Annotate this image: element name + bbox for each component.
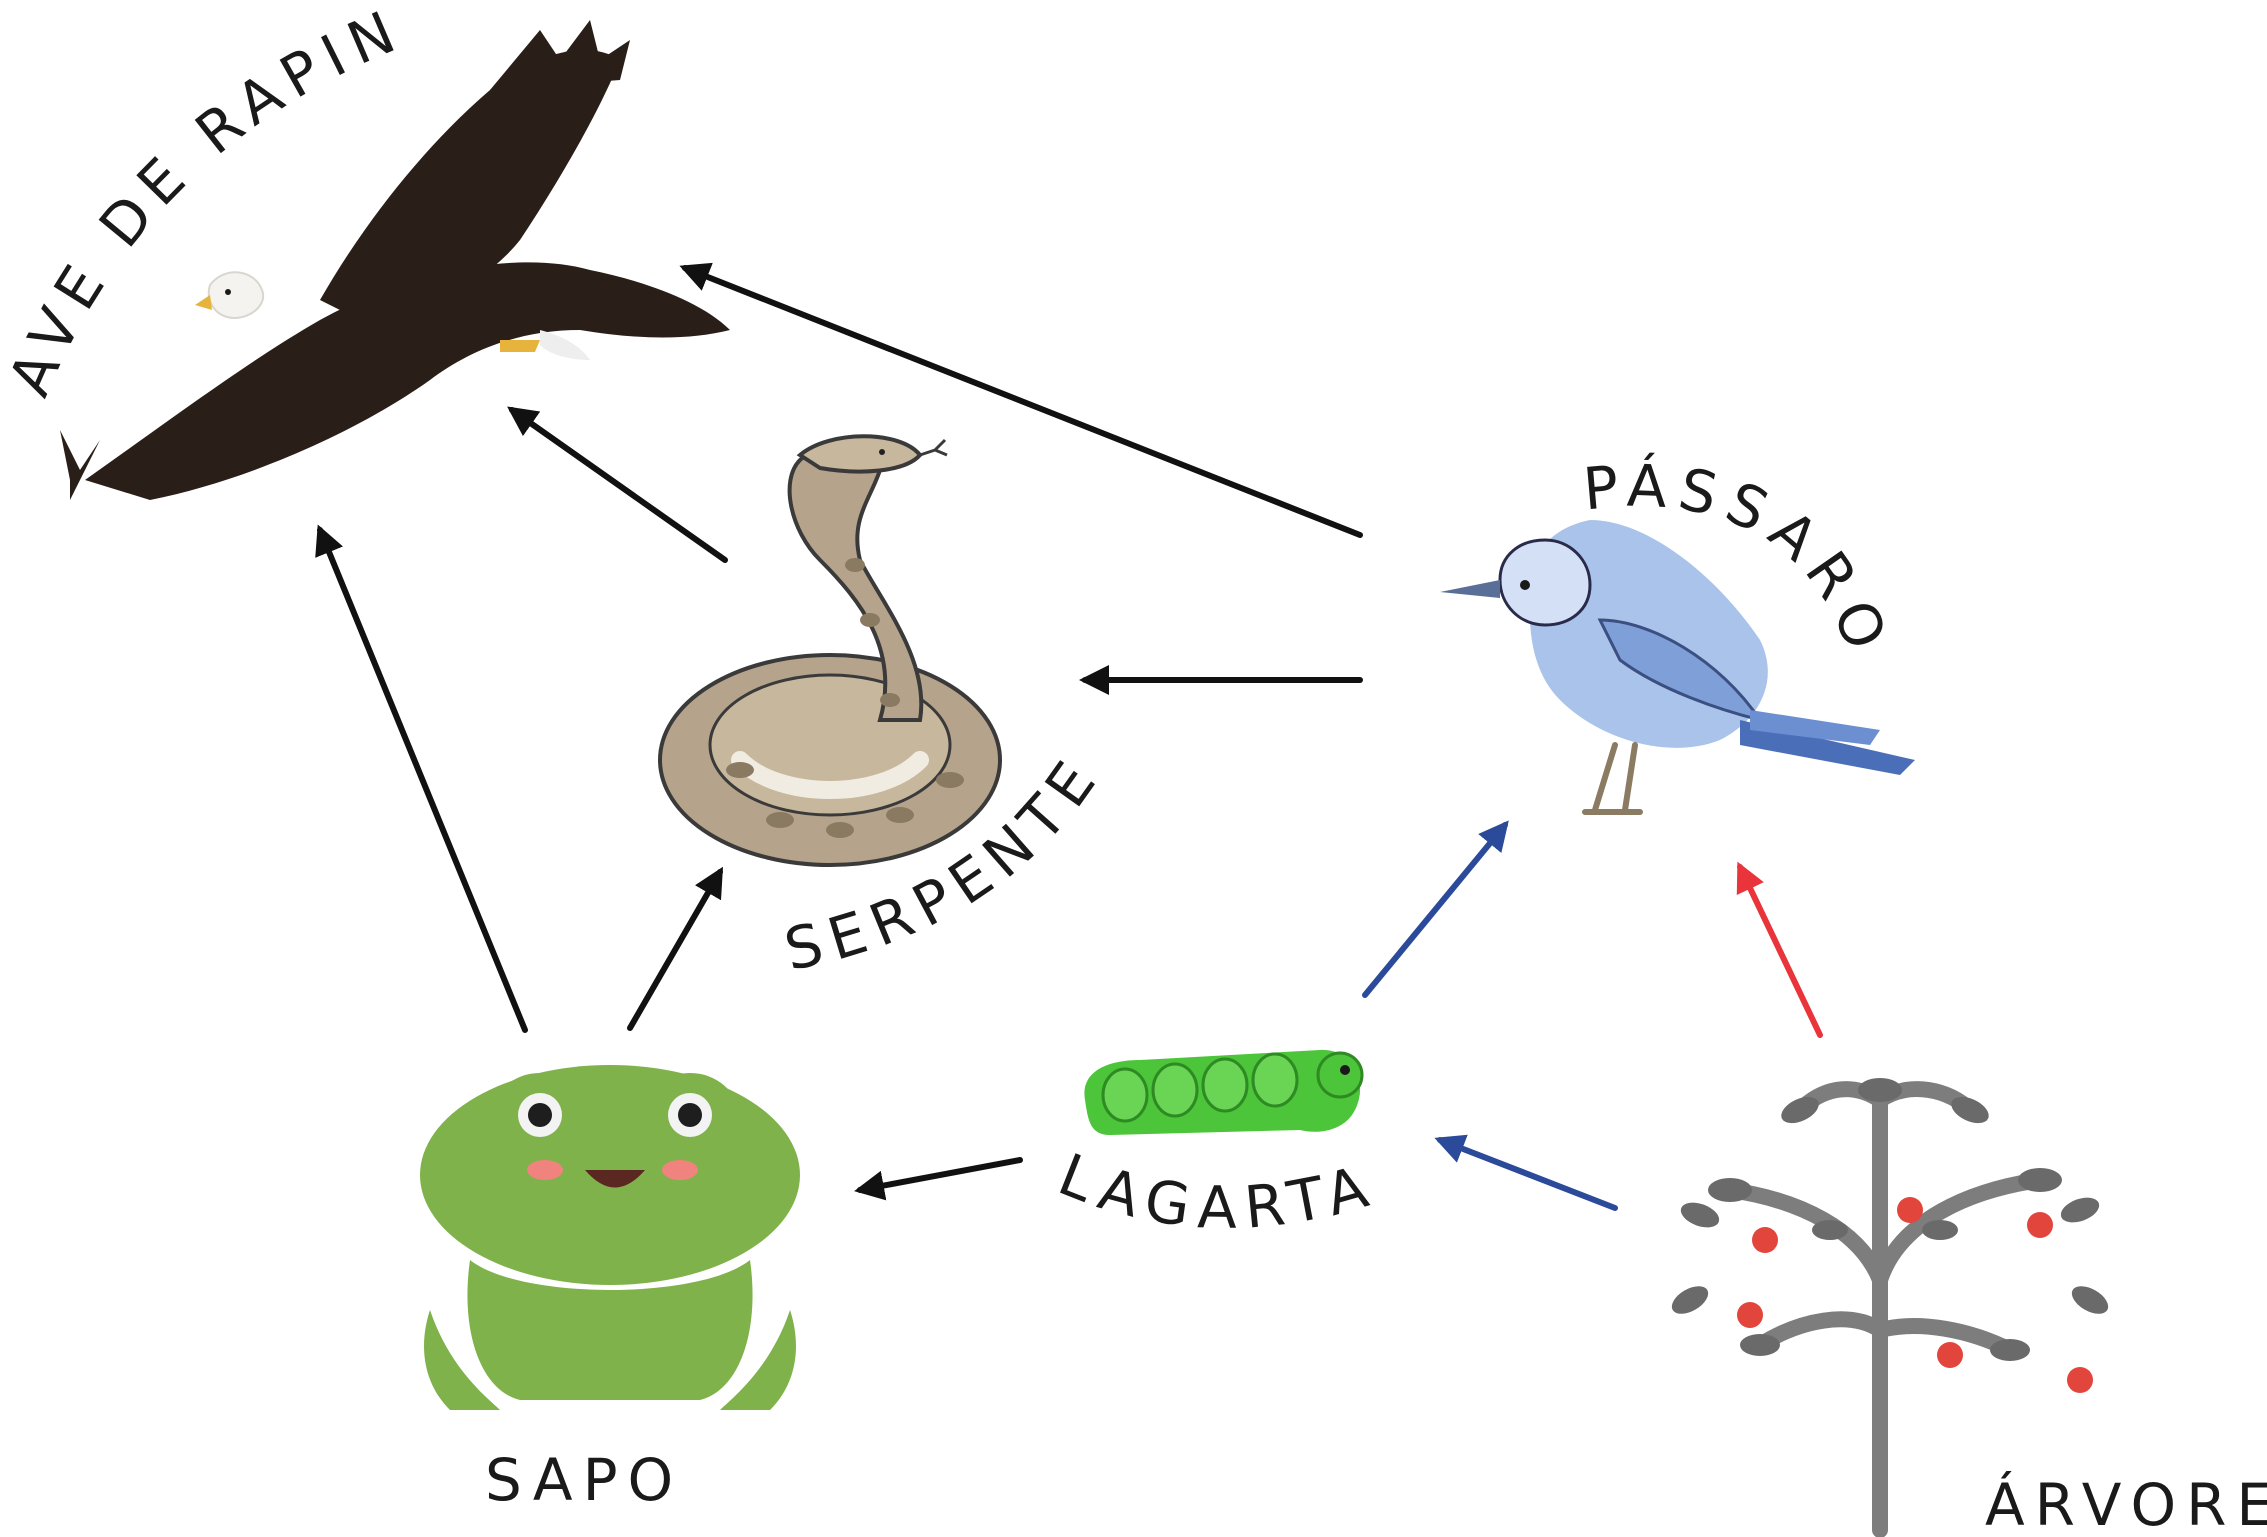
arrow-caterpillar-to-bird — [1365, 825, 1505, 995]
arrow-tree-to-caterpillar — [1440, 1140, 1615, 1208]
caterpillar-illustration — [1084, 1050, 1362, 1135]
arrow-caterpillar-to-frog — [860, 1160, 1020, 1190]
tree-illustration — [1667, 1078, 2113, 1530]
frog-illustration — [420, 1065, 800, 1410]
arrow-snake-to-eagle — [512, 410, 725, 560]
arrows — [320, 268, 1820, 1208]
caterpillar-label: LAGARTA — [1050, 1140, 1385, 1242]
snake-illustration — [660, 436, 1000, 865]
arrow-frog-to-snake — [630, 872, 720, 1028]
frog-label: SAPO — [485, 1446, 683, 1514]
eagle-illustration — [60, 20, 730, 500]
arrow-frog-to-eagle — [320, 530, 525, 1030]
arrow-bird-to-eagle — [685, 268, 1360, 535]
tree-label: ÁRVORE — [1985, 1470, 2267, 1537]
arrow-tree-to-bird — [1740, 867, 1820, 1035]
